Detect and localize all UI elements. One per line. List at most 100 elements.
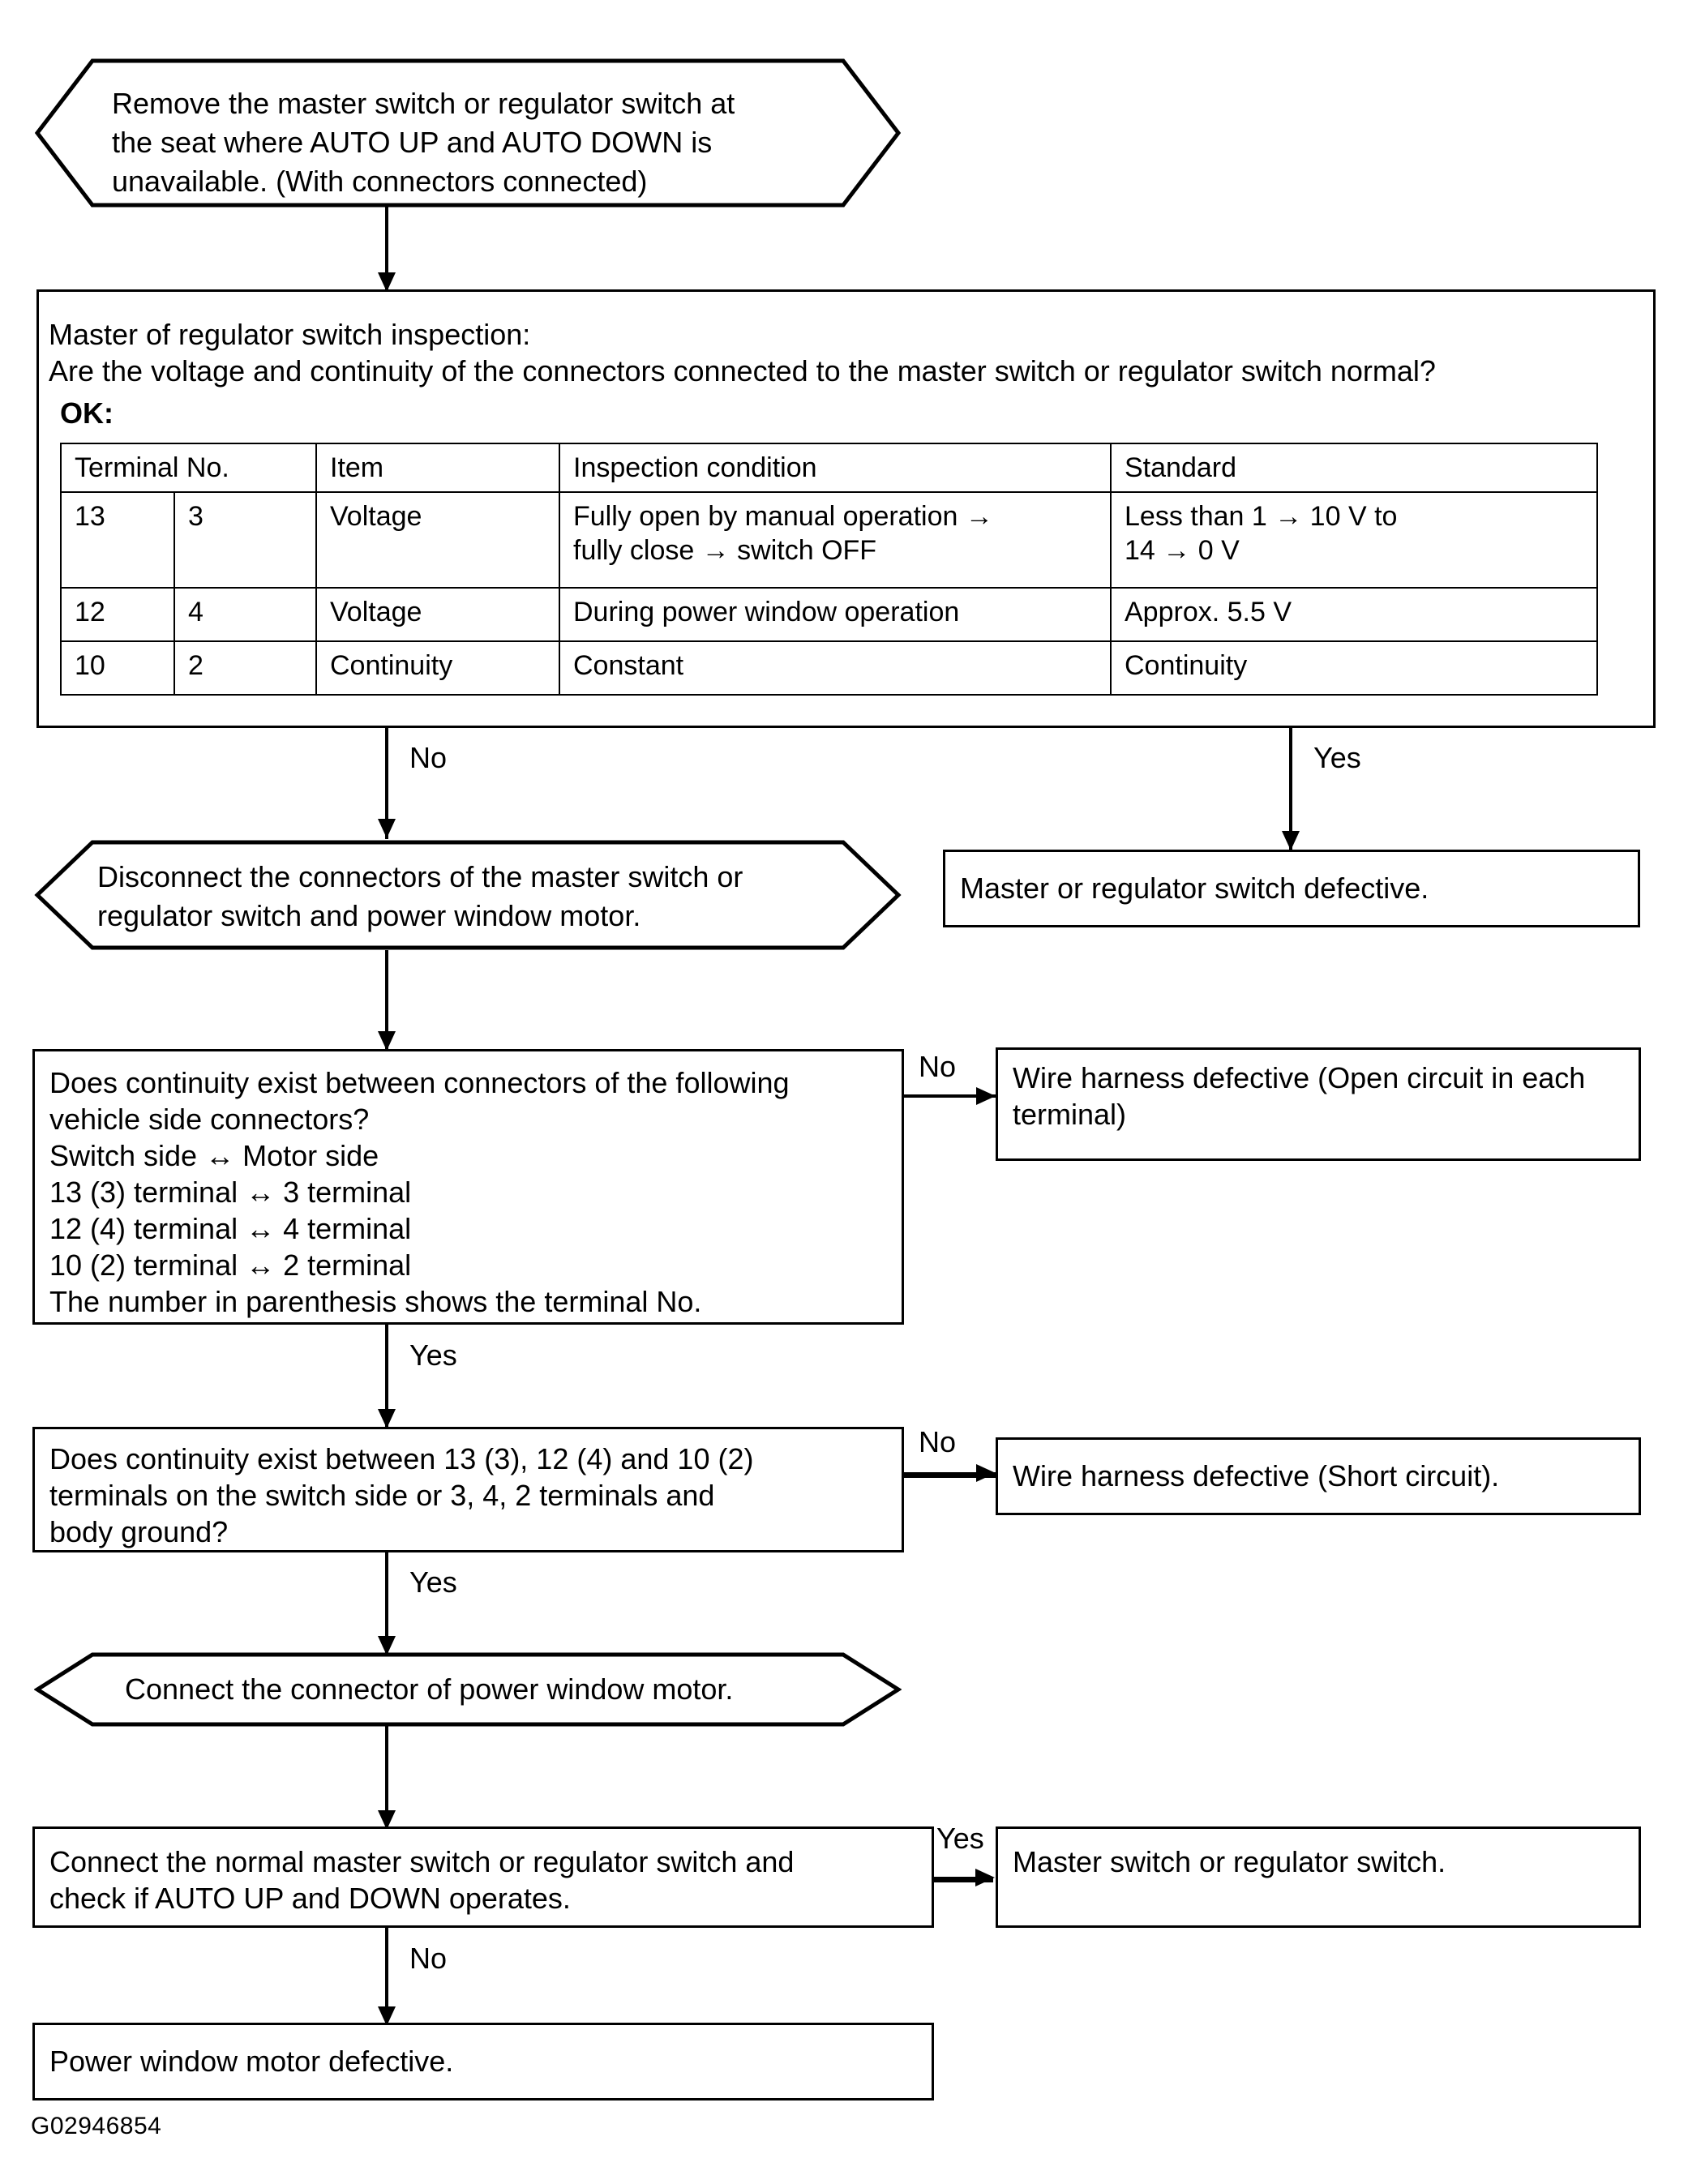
hexagon-shape (34, 1652, 902, 1727)
cell-standard: Approx. 5.5 V (1110, 587, 1598, 642)
hexagon-shape (34, 58, 902, 208)
cell-condition: During power window operation (559, 587, 1112, 642)
edge-label-no: No (919, 1425, 957, 1458)
arrow-down-icon (378, 1636, 396, 1655)
cell-terminal-motor: 4 (174, 587, 317, 642)
node-master-defective: Master or regulator switch defective. (943, 850, 1640, 927)
node-disconnect-connectors: Disconnect the connectors of the master … (34, 840, 902, 950)
cell-standard: Continuity (1110, 640, 1598, 696)
node-open-circuit-line1: Wire harness defective (Open circuit in … (1013, 1061, 1586, 1094)
col-inspection-condition: Inspection condition (559, 443, 1112, 493)
node-inspection-title: Master of regulator switch inspection: (49, 318, 531, 351)
arrow-down-icon (378, 819, 396, 838)
node-connect-normal-line2: check if AUTO UP and DOWN operates. (49, 1882, 571, 1915)
arrow-down-icon (378, 1810, 396, 1830)
node-continuity-question: Does continuity exist between connectors… (32, 1049, 904, 1325)
node-remove-switch-line1: Remove the master switch or regulator sw… (112, 87, 735, 120)
node-remove-switch-line3: unavailable. (With connectors connected) (112, 165, 648, 198)
cell-item: Voltage (315, 587, 560, 642)
node-continuity-line6: 10 (2) terminal ↔ 2 terminal (49, 1248, 412, 1282)
node-master-defective-text: Master or regulator switch defective. (960, 871, 1429, 905)
node-continuity-line2: vehicle side connectors? (49, 1103, 370, 1136)
node-continuity-line5: 12 (4) terminal ↔ 4 terminal (49, 1212, 412, 1245)
arrow-down-icon (378, 2006, 396, 2026)
edge-label-yes: Yes (409, 1338, 457, 1372)
node-remove-switch-line2: the seat where AUTO UP and AUTO DOWN is (112, 126, 713, 159)
edge-remove-to-inspection (385, 205, 388, 294)
node-connect-normal-line1: Connect the normal master switch or regu… (49, 1845, 795, 1878)
cell-standard: Less than 1 → 10 V to 14 → 0 V (1110, 491, 1598, 589)
edge-continuity-no (902, 1094, 996, 1098)
table-row: 12 4 Voltage During power window operati… (60, 587, 1598, 642)
col-standard: Standard (1110, 443, 1598, 493)
node-continuity-line7: The number in parenthesis shows the term… (49, 1285, 702, 1318)
edge-check-yes (932, 1877, 993, 1882)
node-connect-normal-switch: Connect the normal master switch or regu… (32, 1826, 934, 1928)
edge-label-yes: Yes (409, 1565, 457, 1599)
edge-continuity-yes (385, 1323, 388, 1428)
edge-short-yes (385, 1551, 388, 1656)
arrow-down-icon (1282, 831, 1300, 850)
table-header-row: Terminal No. Item Inspection condition S… (60, 443, 1598, 493)
cell-terminal-motor: 2 (174, 640, 317, 696)
node-connect-motor: Connect the connector of power window mo… (34, 1652, 902, 1727)
table-row: 10 2 Continuity Constant Continuity (60, 640, 1598, 696)
cell-condition: Fully open by manual operation → fully c… (559, 491, 1112, 589)
node-short-question-line2: terminals on the switch side or 3, 4, 2 … (49, 1479, 715, 1512)
arrow-down-icon (378, 1409, 396, 1428)
cell-item: Continuity (315, 640, 560, 696)
node-short-circuit-text: Wire harness defective (Short circuit). (1013, 1459, 1500, 1492)
hexagon-shape (34, 840, 902, 950)
table-row: 13 3 Voltage Fully open by manual operat… (60, 491, 1598, 589)
node-open-circuit: Wire harness defective (Open circuit in … (996, 1047, 1641, 1161)
cell-terminal-switch: 12 (60, 587, 175, 642)
cell-item: Voltage (315, 491, 560, 589)
edge-check-no (385, 1926, 388, 2028)
node-short-question-line1: Does continuity exist between 13 (3), 12… (49, 1442, 754, 1475)
cell-condition: Constant (559, 640, 1112, 696)
node-disconnect-line1: Disconnect the connectors of the master … (97, 860, 743, 893)
arrow-right-icon (976, 1087, 996, 1105)
cell-condition-line2: fully close → switch OFF (573, 535, 877, 566)
node-short-question-line3: body ground? (49, 1515, 229, 1548)
edge-label-yes: Yes (936, 1822, 984, 1855)
node-remove-switch: Remove the master switch or regulator sw… (34, 58, 902, 208)
figure-id-code: G02946854 (31, 2113, 162, 2139)
edge-label-no: No (409, 741, 448, 774)
edge-short-no (902, 1472, 996, 1478)
node-inspection: Master of regulator switch inspection: A… (36, 289, 1656, 728)
cell-standard-line2: 14 → 0 V (1125, 535, 1240, 566)
arrow-right-icon (975, 1869, 995, 1886)
arrow-down-icon (378, 272, 396, 292)
edge-inspection-no (385, 726, 388, 839)
edge-inspection-yes (1289, 726, 1292, 851)
node-short-question: Does continuity exist between 13 (3), 12… (32, 1427, 904, 1552)
node-open-circuit-line2: terminal) (1013, 1098, 1127, 1131)
node-continuity-line1: Does continuity exist between connectors… (49, 1066, 790, 1099)
cell-terminal-motor: 3 (174, 491, 317, 589)
cell-terminal-switch: 10 (60, 640, 175, 696)
node-connect-motor-text: Connect the connector of power window mo… (125, 1672, 734, 1706)
cell-terminal-switch: 13 (60, 491, 175, 589)
node-master-switch-result: Master switch or regulator switch. (996, 1826, 1641, 1928)
edge-label-no: No (919, 1050, 957, 1083)
cell-standard-line1: Less than 1 → 10 V to (1125, 501, 1398, 532)
edge-connect-motor-to-check (385, 1725, 388, 1831)
col-terminal-no: Terminal No. (60, 443, 317, 493)
node-short-circuit: Wire harness defective (Short circuit). (996, 1437, 1641, 1515)
node-disconnect-line2: regulator switch and power window motor. (97, 899, 641, 932)
inspection-table: Terminal No. Item Inspection condition S… (60, 443, 1598, 696)
arrow-down-icon (378, 1031, 396, 1051)
node-master-switch-result-text: Master switch or regulator switch. (1013, 1845, 1446, 1878)
node-inspection-ok-label: OK: (60, 396, 114, 430)
node-motor-defective-text: Power window motor defective. (49, 2045, 454, 2078)
node-continuity-line3: Switch side ↔ Motor side (49, 1139, 379, 1172)
arrow-right-icon (976, 1464, 996, 1482)
edge-label-no: No (409, 1942, 448, 1975)
node-continuity-line4: 13 (3) terminal ↔ 3 terminal (49, 1176, 412, 1209)
cell-condition-line1: Fully open by manual operation → (573, 501, 993, 532)
node-motor-defective: Power window motor defective. (32, 2023, 934, 2100)
edge-label-yes: Yes (1313, 741, 1361, 774)
col-item: Item (315, 443, 560, 493)
